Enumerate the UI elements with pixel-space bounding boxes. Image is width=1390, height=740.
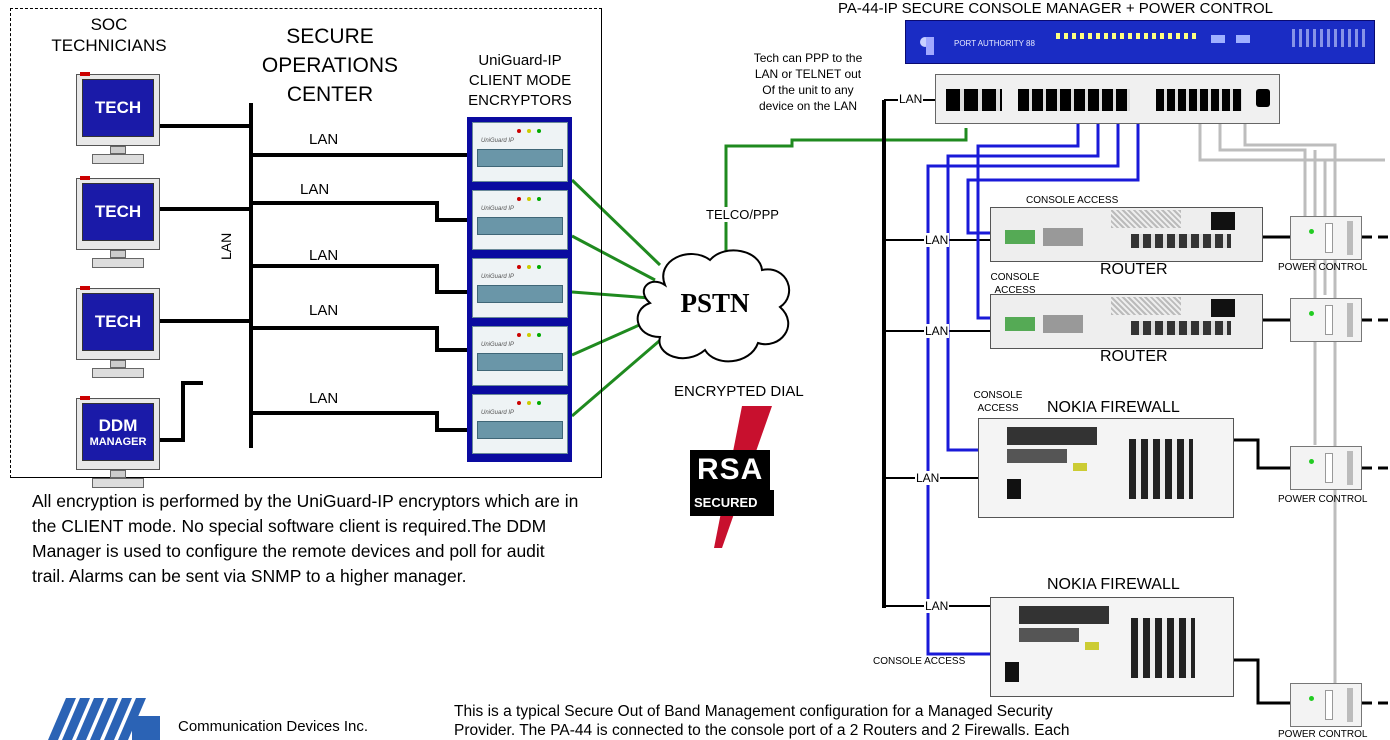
console-access-label: CONSOLE ACCESS bbox=[1026, 195, 1119, 206]
console-access-label: CONSOLE ACCESS bbox=[873, 656, 966, 667]
lan-link-label: LAN bbox=[309, 247, 339, 264]
pstn-label: PSTN bbox=[680, 288, 750, 318]
monitor-screen: TECH bbox=[82, 293, 154, 351]
rsa-secured-text: SECURED bbox=[694, 495, 758, 510]
console-access-label: CONSOLE ACCESS bbox=[990, 272, 1040, 296]
port-authority-unit: PORT AUTHORITY 88 bbox=[905, 20, 1375, 64]
secure-operations-center-label: SECURE OPERATIONS CENTER bbox=[261, 25, 399, 106]
monitor-screen: TECH bbox=[82, 183, 154, 241]
router-label: ROUTER bbox=[1100, 348, 1168, 365]
company-name: Communication Devices Inc. bbox=[178, 718, 369, 735]
tech-monitor: TECH bbox=[76, 176, 160, 270]
lan-label: LAN bbox=[924, 599, 950, 613]
router-device bbox=[990, 294, 1263, 349]
lan-link-label: LAN bbox=[309, 302, 339, 319]
router-label: ROUTER bbox=[1100, 261, 1168, 278]
firewall-label: NOKIA FIREWALL bbox=[1047, 576, 1180, 593]
power-control-label: POWER CONTROL bbox=[1278, 262, 1368, 273]
uniguard-encryptor: UniGuard IP bbox=[472, 122, 568, 182]
manager-label: MANAGER bbox=[89, 435, 147, 448]
lan-vertical-label: LAN bbox=[218, 230, 234, 262]
uniguard-encryptor: UniGuard IP bbox=[472, 326, 568, 386]
lan-link-label: LAN bbox=[300, 181, 330, 198]
nokia-firewall-device bbox=[978, 418, 1234, 518]
soc-boundary-box bbox=[10, 8, 602, 478]
pa44-back-panel bbox=[935, 74, 1280, 124]
tech-ppp-note: Tech can PPP to the LAN or TELNET out Of… bbox=[753, 51, 863, 113]
firewall-label: NOKIA FIREWALL bbox=[1047, 399, 1180, 416]
telco-ppp-label: TELCO/PPP bbox=[706, 207, 779, 222]
uniguard-encryptor: UniGuard IP bbox=[472, 258, 568, 318]
ddm-manager-monitor: DDM MANAGER bbox=[76, 396, 160, 490]
rsa-secured-logo bbox=[690, 406, 774, 548]
rsa-text: RSA bbox=[697, 453, 764, 486]
encryptors-title: UniGuard-IP CLIENT MODE ENCRYPTORS bbox=[468, 52, 572, 109]
encryption-description: All encryption is performed by the UniGu… bbox=[32, 491, 579, 586]
lan-label: LAN bbox=[924, 233, 950, 247]
pa-brand-label: PORT AUTHORITY 88 bbox=[954, 39, 1035, 48]
lan-link-label: LAN bbox=[309, 131, 339, 148]
pa44-title: PA-44-IP SECURE CONSOLE MANAGER + POWER … bbox=[838, 0, 1273, 17]
ddm-label: DDM bbox=[98, 415, 138, 435]
tech-monitor: TECH bbox=[76, 286, 160, 380]
lan-label: LAN bbox=[924, 324, 950, 338]
power-control-unit bbox=[1290, 298, 1362, 342]
power-control-label: POWER CONTROL bbox=[1278, 729, 1368, 740]
pstn-cloud bbox=[636, 249, 791, 363]
power-control-unit bbox=[1290, 683, 1362, 727]
soc-technicians-label: SOC TECHNICIANS bbox=[51, 15, 167, 55]
power-control-unit bbox=[1290, 216, 1362, 260]
cdi-logo bbox=[48, 698, 160, 740]
power-control-label: POWER CONTROL bbox=[1278, 494, 1368, 505]
footer-note: This is a typical Secure Out of Band Man… bbox=[454, 703, 1070, 739]
console-access-label: CONSOLE ACCESS bbox=[973, 390, 1023, 414]
nokia-firewall-device bbox=[990, 597, 1234, 697]
uniguard-encryptor: UniGuard IP bbox=[472, 190, 568, 250]
power-control-unit bbox=[1290, 446, 1362, 490]
router-device bbox=[990, 207, 1263, 262]
lan-label: LAN bbox=[915, 471, 941, 485]
lan-label: LAN bbox=[898, 92, 924, 106]
lan-link-label: LAN bbox=[309, 390, 339, 407]
tech-monitor: TECH bbox=[76, 72, 160, 166]
encrypted-dial-label: ENCRYPTED DIAL bbox=[674, 383, 804, 400]
monitor-screen: TECH bbox=[82, 79, 154, 137]
uniguard-encryptor: UniGuard IP bbox=[472, 394, 568, 454]
